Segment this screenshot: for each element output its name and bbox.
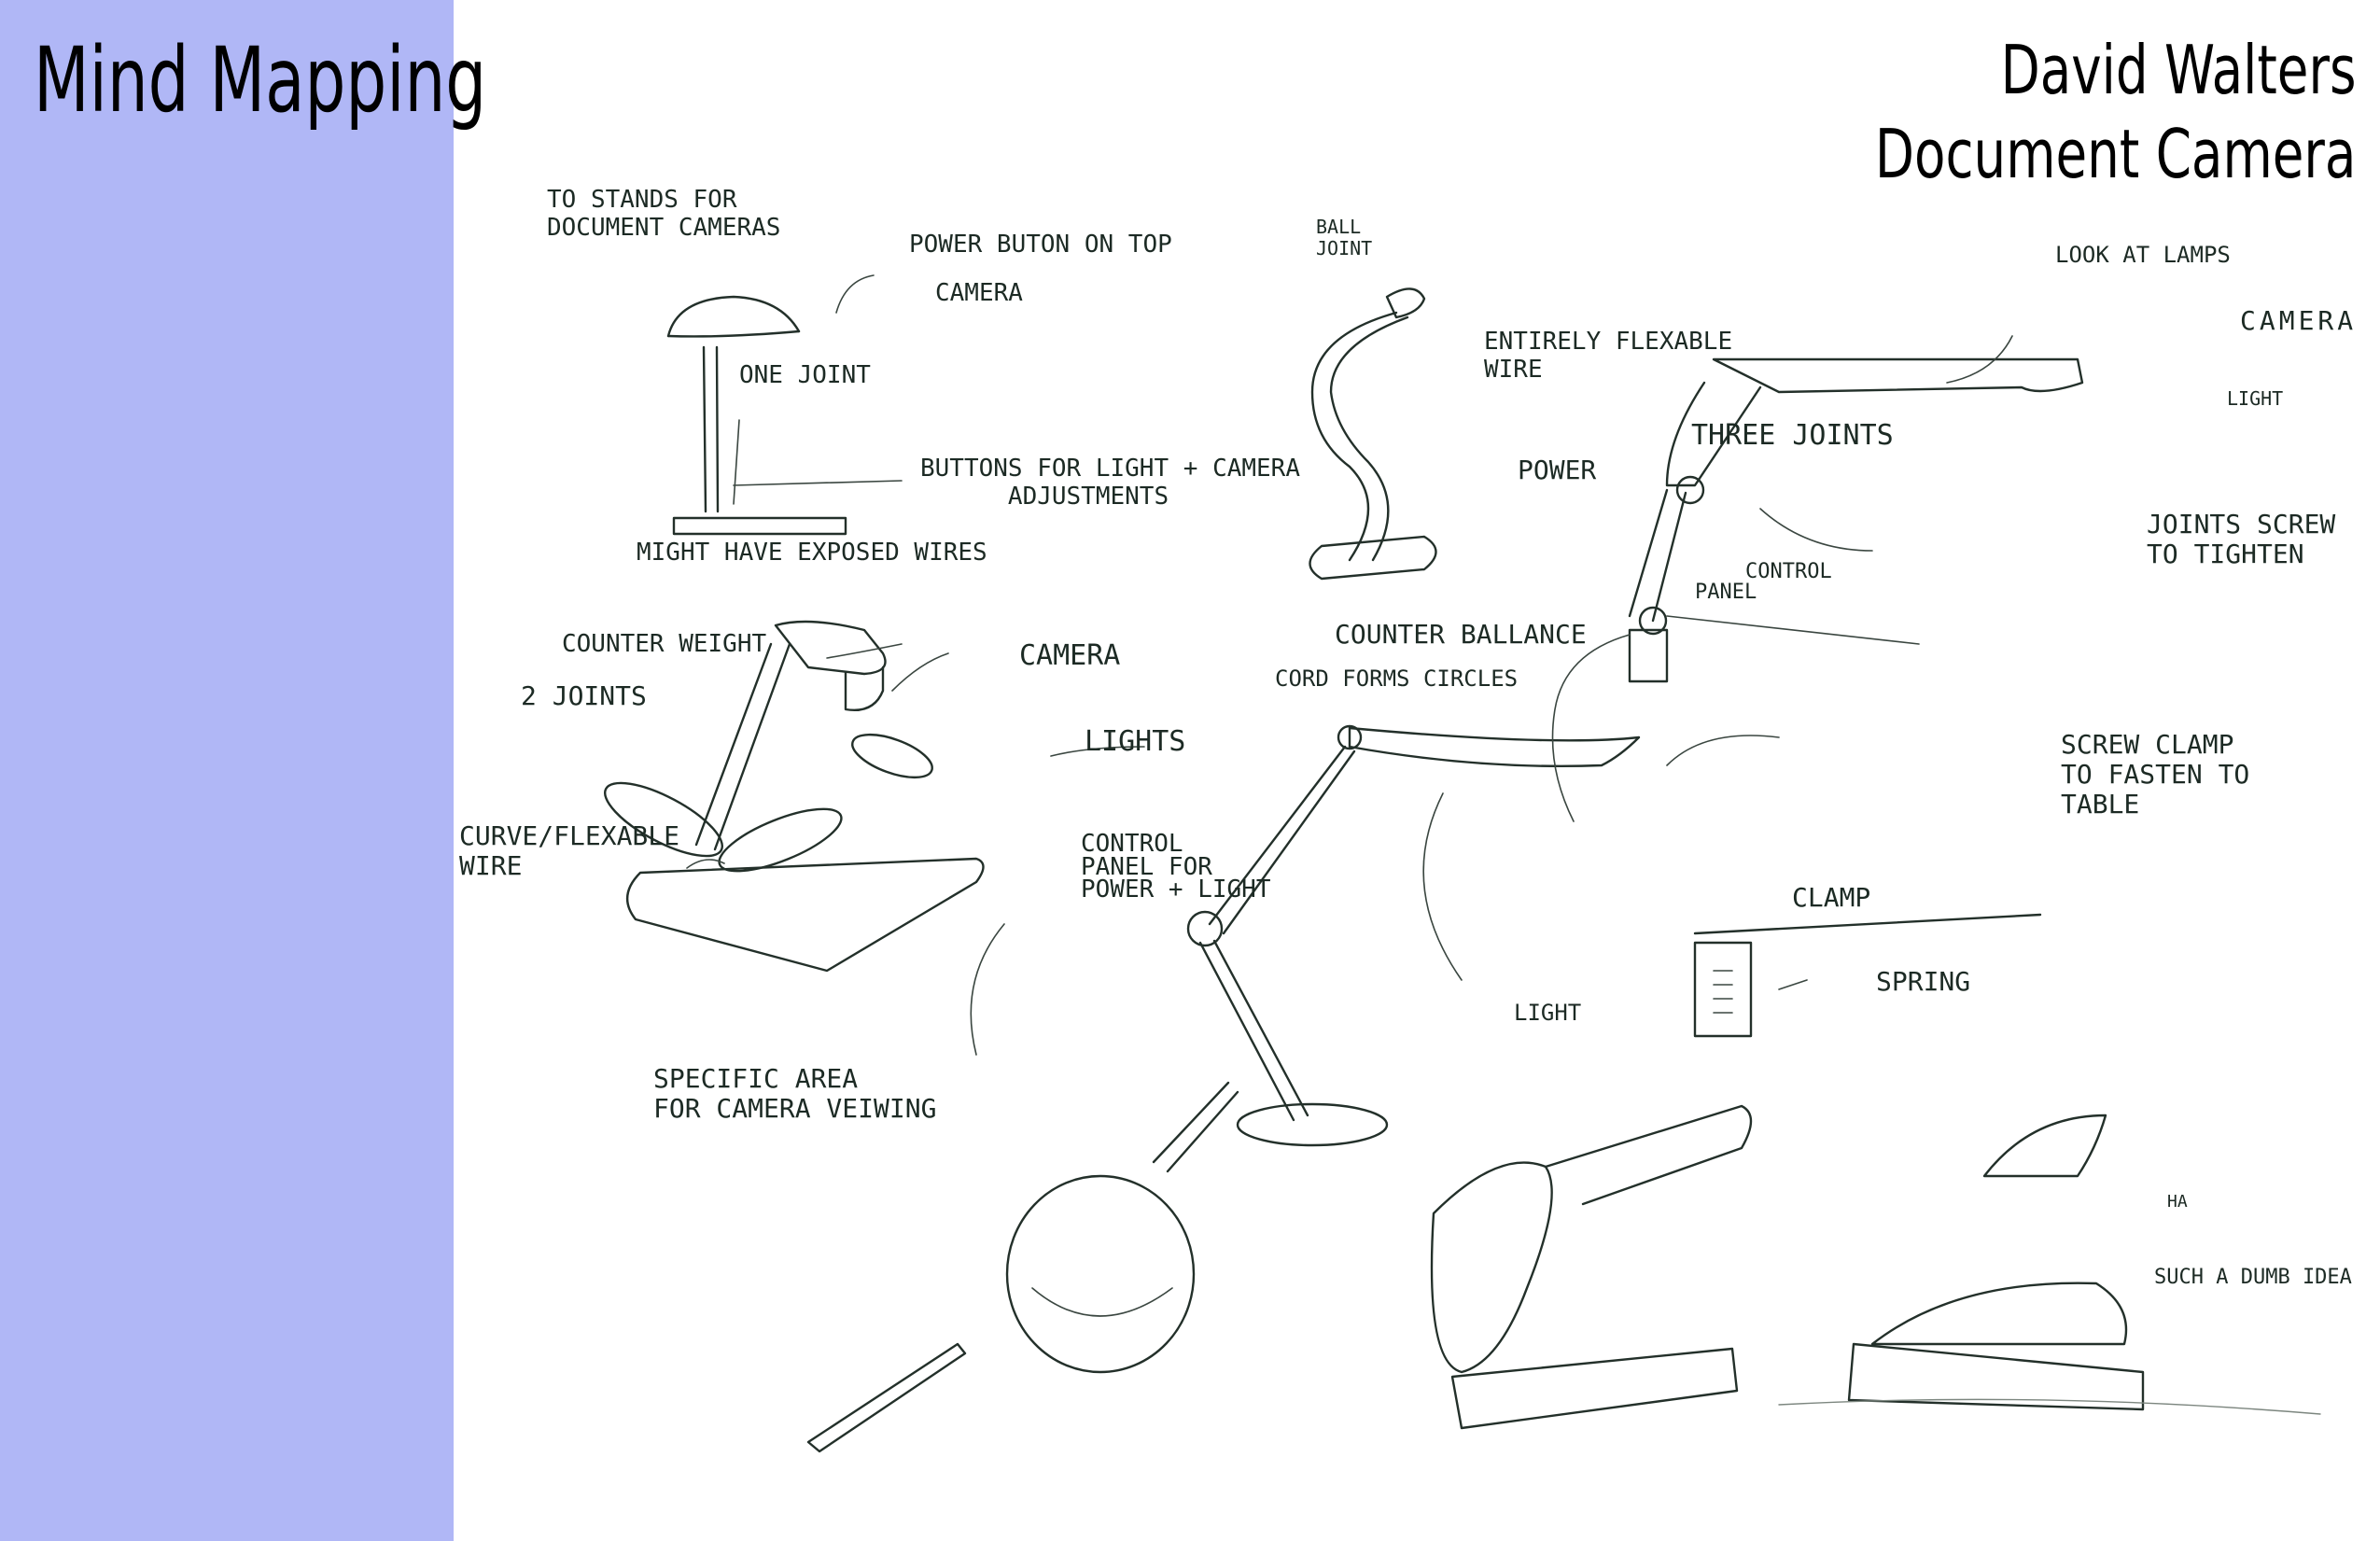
note-power: POWER <box>1518 455 1597 485</box>
sketch-camera-lights <box>603 620 985 973</box>
note-spring: SPRING <box>1876 966 1971 997</box>
note-dumb-idea: SUCH A DUMB IDEA <box>2154 1266 2352 1289</box>
sidebar-panel: Mind Mapping <box>0 0 486 1541</box>
note-curve-wire: CURVE/FLEXABLE WIRE <box>459 820 680 882</box>
note-two-joints: 2 JOINTS <box>521 680 647 711</box>
note-panel: PANEL <box>1695 581 1757 604</box>
sketch-balance-lamp <box>1186 724 1641 1147</box>
note-camera-mid: CAMERA <box>1019 639 1121 672</box>
project-title: Document Camera <box>1874 115 2356 193</box>
note-camera-right: CAMERA <box>2240 305 2358 336</box>
sketch-clamp-lamp <box>1551 357 2084 822</box>
note-cord-forms: CORD FORMS CIRCLES <box>1275 665 1519 692</box>
note-light-right: LIGHT <box>2227 387 2284 410</box>
note-light: LIGHT <box>1514 1000 1582 1026</box>
header-block: David Walters Document Camera <box>1723 28 2356 196</box>
note-specific-area: SPECIFIC AREA FOR CAMERA VEIWING <box>653 1063 937 1125</box>
note-control-panel: CONTROL PANEL FOR POWER + LIGHT <box>1081 830 1271 904</box>
sketch-clamp-spring <box>1693 913 2042 1038</box>
note-joints-screw: JOINTS SCREW TO TIGHTEN <box>2147 509 2336 570</box>
note-lights: LIGHTS <box>1085 725 1186 758</box>
note-flexable-wire: ENTIRELY FLEXABLE WIRE <box>1484 328 1733 384</box>
note-three-joints: THREE JOINTS <box>1691 419 1894 452</box>
sketch-area: TO STANDS FOR DOCUMENT CAMERAS POWER BUT… <box>454 0 2380 1541</box>
note-stands: TO STANDS FOR DOCUMENT CAMERAS <box>547 186 781 242</box>
note-exposed-wires: MIGHT HAVE EXPOSED WIRES <box>637 539 987 567</box>
author-name: David Walters <box>2000 31 2356 109</box>
sketch-bottom-lamps <box>806 1081 2321 1453</box>
note-one-joint: ONE JOINT <box>739 361 871 389</box>
sketch-flex-lamp <box>1309 287 1437 581</box>
note-control: CONTROL <box>1745 560 1832 583</box>
note-power-button: POWER BUTON ON TOP <box>909 231 1172 259</box>
sketch-drawings <box>603 274 2321 1453</box>
sketch-leader-lines <box>733 274 2013 1056</box>
note-ball-joint: BALL JOINT <box>1316 216 1373 259</box>
note-ha: HA <box>2167 1192 2188 1212</box>
sketch-stand-small <box>666 295 847 536</box>
note-clamp: CLAMP <box>1792 882 1871 913</box>
note-buttons: BUTTONS FOR LIGHT + CAMERA ADJUSTMENTS <box>920 455 1300 511</box>
note-counter-weight: COUNTER WEIGHT <box>562 630 767 658</box>
note-look-at-lamps: LOOK AT LAMPS <box>2055 242 2231 268</box>
note-camera-top: CAMERA <box>935 279 1023 307</box>
page-title: Mind Mapping <box>34 28 487 133</box>
note-counter-ballance: COUNTER BALLANCE <box>1335 619 1587 650</box>
note-screw-clamp: SCREW CLAMP TO FASTEN TO TABLE <box>2061 729 2250 820</box>
